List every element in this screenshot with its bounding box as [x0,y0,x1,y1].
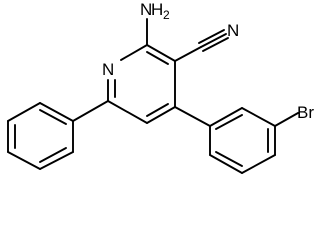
bond-cn-triple-1 [200,33,227,48]
bond-c2-c3 [146,44,176,62]
bromine-label: Br [297,103,314,122]
bond-ph-3 [7,151,41,170]
structure-canvas: N H 2 N N Br [7,0,315,174]
bond-c2-c3-inner [146,51,169,65]
bond-ar-4 [241,154,276,174]
bond-ar-1 [209,107,243,127]
bond-c4-c5 [146,106,176,124]
bond-n1-c2 [120,44,148,61]
amine-h-label: H [151,0,163,19]
amine-subscript: 2 [163,8,170,22]
bond-ph-2 [39,151,74,170]
bromophenyl-ring [174,106,299,174]
bond-ar-5 [209,154,243,174]
molecule-structure: N H 2 N N Br [7,0,314,174]
bond-ph-2-inner [39,147,67,163]
ring-nitrogen-label: N [102,60,114,79]
phenyl-ring [7,100,109,170]
bond-ar-br [274,112,299,127]
bond-ph-6 [39,102,74,122]
amine-n-label: N [140,0,152,19]
bond-c6-phenyl [72,100,109,122]
bond-ph-5 [7,102,41,122]
bond-c5-c6 [107,100,148,124]
nitrile-group [174,29,229,62]
bond-ph-6-inner [39,109,67,125]
bond-cn-triple-3 [202,37,229,52]
bond-c3-cn [174,46,202,62]
bond-ar-5-inner [215,151,243,167]
bond-cn-triple-2 [198,29,225,44]
nitrile-nitrogen-label: N [227,21,239,40]
bond-c4-aryl [174,106,211,127]
pyridine-ring [107,44,176,124]
bond-ar-2 [241,107,276,127]
bond-ar-1-inner [215,114,243,130]
bond-c4-c5-inner [146,103,169,117]
